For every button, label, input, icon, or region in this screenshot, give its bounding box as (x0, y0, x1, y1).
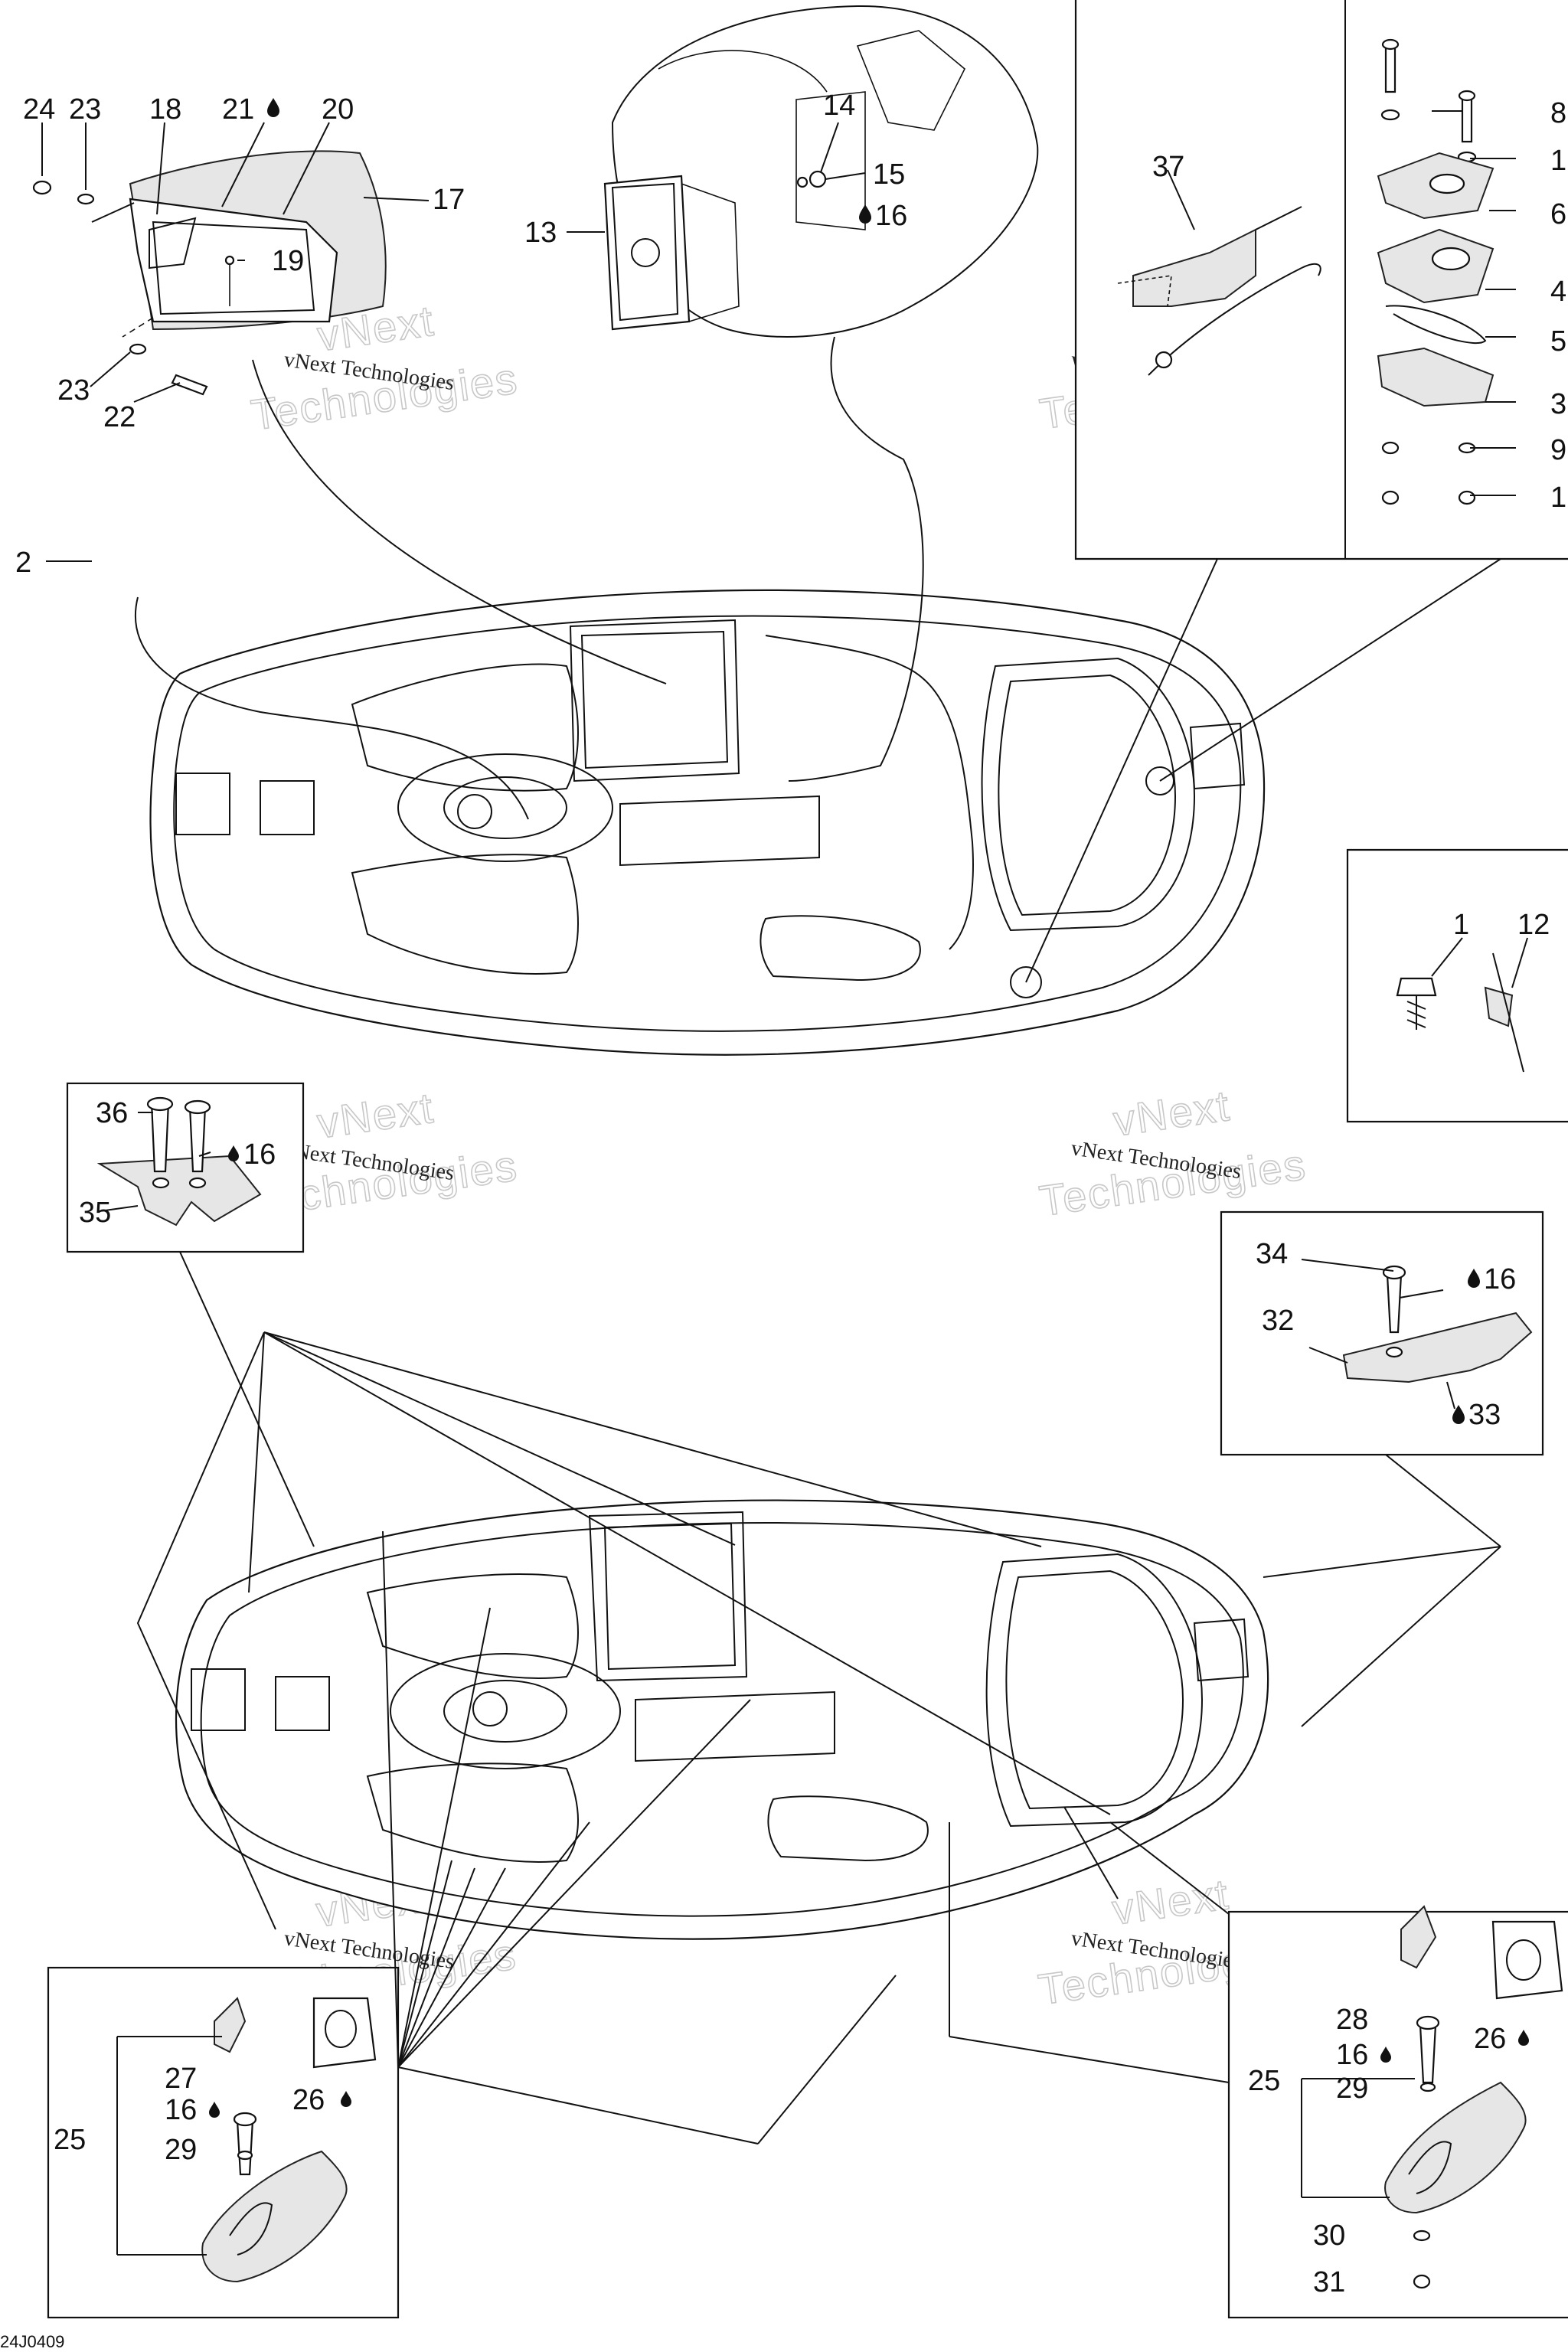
watermark-big: vNext (1110, 1081, 1233, 1145)
callout-12: 12 (1517, 909, 1550, 941)
callout-37: 37 (1152, 151, 1184, 183)
callout-27: 27 (165, 2063, 197, 2095)
callout-32: 32 (1262, 1305, 1294, 1337)
callout-16e: 16 (1336, 2039, 1368, 2071)
callout-16d: 16 (165, 2094, 197, 2126)
figure-code: 24J0409 (0, 2332, 64, 2351)
callout-18: 18 (149, 93, 181, 126)
leader-lines (41, 110, 1528, 2145)
cleat-box (66, 1082, 305, 1253)
callout-34: 34 (1256, 1238, 1288, 1270)
top-right-box (1074, 0, 1568, 560)
callout-33: 33 (1468, 1399, 1501, 1431)
hatch-inset (603, 5, 1039, 338)
callout-20: 20 (322, 93, 354, 126)
callout-29: 29 (165, 2134, 197, 2166)
callout-21: 21 (222, 93, 254, 126)
glove-box-assembly (32, 150, 387, 396)
callout-22: 22 (103, 401, 136, 433)
callout-19: 19 (272, 245, 304, 277)
hull-bottom-view (175, 1499, 1269, 1940)
callout-3: 3 (1550, 388, 1566, 420)
callout-1: 1 (1550, 145, 1566, 177)
callout-35: 35 (79, 1197, 111, 1229)
oil-drop-icon (267, 98, 279, 117)
callout-5: 5 (1550, 325, 1566, 358)
callout-24: 24 (23, 93, 55, 126)
callout-1b: 1 (1550, 482, 1566, 514)
callout-26: 26 (292, 2084, 325, 2116)
callout-1c: 1 (1453, 909, 1469, 941)
hull-top-view (149, 589, 1266, 1056)
callout-28: 28 (1336, 2004, 1368, 2036)
callout-14: 14 (823, 90, 855, 122)
callout-9: 9 (1550, 434, 1566, 466)
callout-25: 25 (54, 2124, 86, 2156)
bumper-detail-left (47, 1966, 400, 2319)
callout-31: 31 (1313, 2266, 1345, 2298)
callout-13: 13 (524, 217, 557, 249)
callout-15: 15 (873, 158, 905, 191)
callout-29b: 29 (1336, 2073, 1368, 2105)
clip-strap-box (1346, 848, 1568, 1123)
callout-16: 16 (875, 200, 907, 232)
bumper-detail-right (1227, 1905, 1568, 2319)
bumper-box (1220, 1210, 1544, 1456)
callout-16c: 16 (1484, 1263, 1516, 1295)
callout-2: 2 (15, 547, 31, 579)
callout-26b: 26 (1474, 2023, 1506, 2055)
callout-8: 8 (1550, 97, 1566, 129)
callout-16b: 16 (243, 1138, 276, 1171)
callout-30: 30 (1313, 2220, 1345, 2252)
callout-6: 6 (1550, 198, 1566, 230)
callout-25b: 25 (1248, 2065, 1280, 2097)
watermark-big: vNext (314, 1083, 436, 1148)
callout-4: 4 (1550, 276, 1566, 308)
callout-36: 36 (96, 1097, 128, 1129)
callout-labels: 24 23 18 21 20 17 19 23 22 2 13 14 15 16… (0, 90, 1566, 2351)
oil-drop-icon (859, 204, 871, 224)
callout-17: 17 (433, 184, 465, 216)
callout-23: 23 (69, 93, 101, 126)
callout-23b: 23 (57, 374, 90, 407)
